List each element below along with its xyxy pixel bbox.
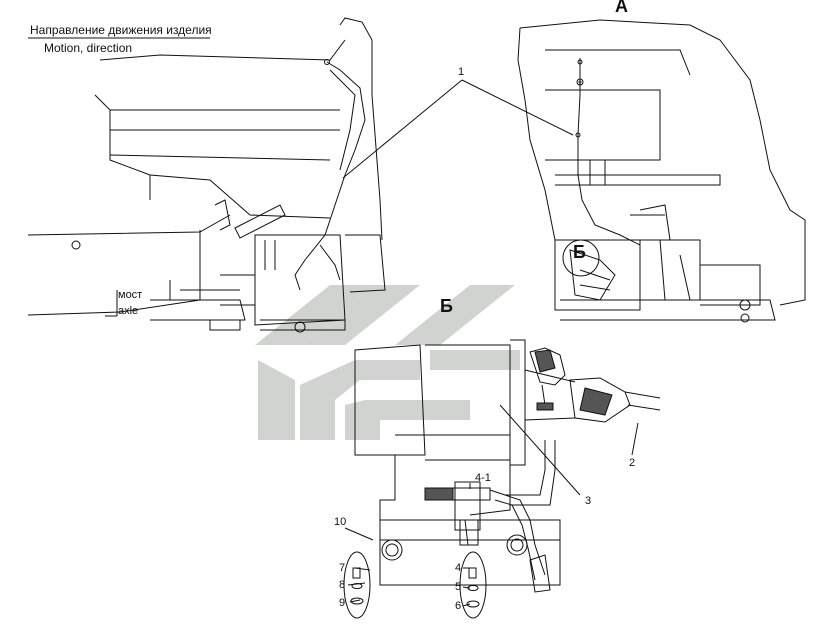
- detail-b-marker: Б: [573, 242, 586, 262]
- callout-9: 9: [339, 597, 346, 609]
- callout-5: 5: [455, 581, 462, 593]
- callout-4: 4: [455, 562, 462, 574]
- axle-label-en: axle: [118, 305, 139, 317]
- callout-10: 10: [334, 516, 347, 528]
- callout-8: 8: [339, 579, 346, 591]
- callout-1: 1: [458, 66, 465, 78]
- callout-2: 2: [629, 457, 636, 469]
- callout-7: 7: [339, 562, 346, 574]
- callout-4-1: 4-1: [475, 472, 491, 484]
- callout-3: 3: [585, 495, 592, 507]
- header-title-en: Motion, direction: [44, 41, 133, 55]
- watermark-logo: [255, 285, 520, 440]
- detail-b-title: Б: [440, 296, 453, 316]
- callout-6: 6: [455, 600, 462, 612]
- header-title-ru: Направление движения изделия: [30, 23, 212, 37]
- axle-label-ru: мост: [118, 289, 143, 301]
- hatched-parts: [424, 349, 613, 501]
- view-a-label: А: [615, 0, 628, 16]
